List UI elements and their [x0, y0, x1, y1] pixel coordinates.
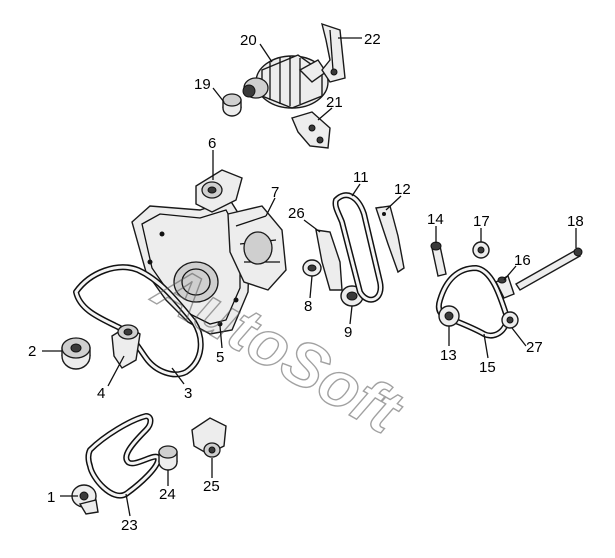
belt-part-3	[73, 264, 204, 378]
callout-15: 15	[479, 359, 496, 376]
leader-lines	[42, 37, 577, 517]
callout-20: 20	[240, 32, 257, 49]
callout-16: 16	[514, 252, 531, 269]
callout-1: 1	[47, 489, 55, 506]
callout-13: 13	[440, 347, 457, 364]
callout-14: 14	[427, 211, 444, 228]
idler-part-13	[438, 305, 460, 327]
pulley-part-2	[61, 337, 91, 370]
callout-18: 18	[567, 213, 584, 230]
callout-21: 21	[326, 94, 343, 111]
callout-9: 9	[344, 324, 352, 341]
long-bolt-part-18	[515, 247, 583, 291]
callouts: 1 2 3 4 5 6 7 8 9 11 12 13 14 15 16 17 1…	[28, 31, 584, 534]
callout-12: 12	[394, 181, 411, 198]
tensioner-part-6	[195, 169, 243, 213]
callout-27: 27	[526, 339, 543, 356]
callout-6: 6	[208, 135, 216, 152]
callout-5: 5	[216, 349, 224, 366]
bracket-part-22	[321, 22, 346, 83]
callout-23: 23	[121, 517, 138, 534]
callout-19: 19	[194, 76, 211, 93]
chain-guide-part-12	[375, 205, 405, 274]
tensioner-part-4	[111, 324, 141, 369]
callout-22: 22	[364, 31, 381, 48]
pulley-part-1	[71, 484, 99, 515]
callout-3: 3	[184, 385, 192, 402]
timing-chain-part-11	[332, 192, 384, 303]
belt-part-23	[85, 413, 161, 499]
tensioner-part-25	[191, 417, 227, 458]
roller-part-24	[158, 445, 178, 471]
bracket-part-21	[291, 111, 331, 149]
pulley-part-27	[501, 311, 519, 329]
callout-4: 4	[97, 385, 105, 402]
alternator-part-20	[242, 54, 329, 109]
callout-26: 26	[288, 205, 305, 222]
guide-part-26	[315, 229, 343, 291]
roller-part-19	[222, 93, 242, 117]
washer-part-17	[472, 241, 490, 259]
callout-8: 8	[304, 298, 312, 315]
callout-17: 17	[473, 213, 490, 230]
gear-part-8	[302, 259, 322, 277]
callout-2: 2	[28, 343, 36, 360]
callout-11: 11	[353, 169, 369, 186]
timing-cover-part-5	[131, 199, 251, 335]
callout-7: 7	[271, 184, 279, 201]
callout-24: 24	[159, 486, 176, 503]
callout-25: 25	[203, 478, 220, 495]
bolt-part-14	[430, 241, 447, 277]
water-pump-part-7	[227, 205, 287, 291]
